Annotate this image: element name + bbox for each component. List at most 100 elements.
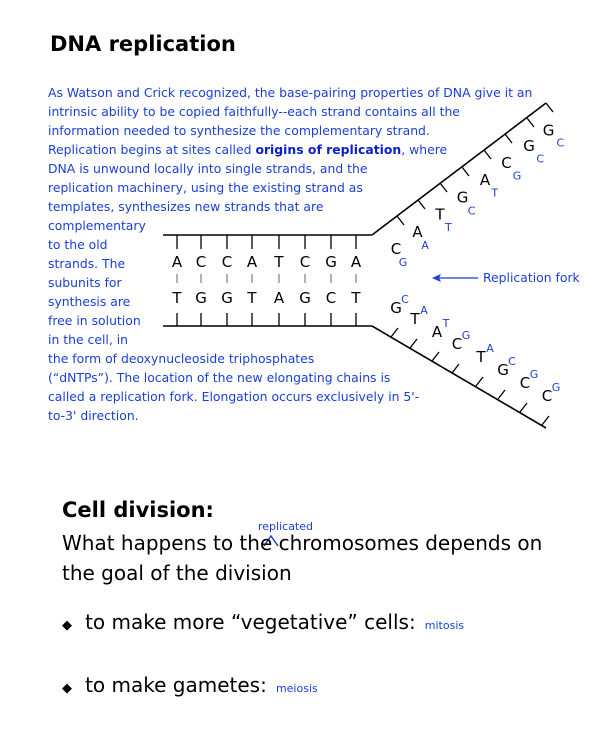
upper-arm-new-base: T — [490, 186, 498, 199]
lower-arm-tick — [431, 351, 440, 362]
upper-arm-template-base: C — [501, 154, 511, 172]
para-line: templates, synthesizes new strands that … — [48, 199, 324, 214]
lower-arm-new-base: G — [462, 329, 471, 342]
upper-arm-template-base: G — [457, 189, 469, 207]
upper-arm-new-base: T — [444, 221, 452, 234]
lower-arm-tick — [497, 389, 506, 400]
lower-arm-new-base: A — [420, 304, 428, 317]
upper-arm-new-base: C — [536, 153, 544, 166]
bottom-strand-base: T — [171, 289, 182, 307]
top-strand-base: G — [325, 253, 337, 271]
caret-insert-icon — [263, 534, 279, 547]
top-strand-base: T — [273, 253, 284, 271]
bottom-strand-base: C — [326, 289, 336, 307]
top-strand-base: C — [300, 253, 310, 271]
upper-arm-template-base: A — [480, 171, 491, 189]
upper-arm-new-base: C — [468, 204, 476, 217]
upper-arm-template-base: G — [523, 137, 535, 155]
upper-arm-new-base: C — [557, 137, 565, 150]
page-title: DNA replication — [50, 32, 236, 56]
origins-term: origins of replication — [255, 142, 402, 157]
bullet-note: meiosis — [275, 682, 318, 695]
lower-arm-tick — [409, 338, 418, 349]
lower-arm-new-base: A — [486, 342, 494, 355]
upper-arm-tick — [417, 199, 426, 210]
upper-arm-new-base: G — [513, 170, 522, 183]
insert-annotation: replicated — [258, 520, 313, 533]
lower-arm-tick — [475, 376, 484, 387]
upper-arm-template-base: C — [391, 240, 401, 258]
para-line: the form of deoxynucleoside triphosphate… — [48, 351, 315, 366]
lower-arm-new-base: G — [552, 381, 561, 394]
upper-arm-tick — [545, 102, 554, 113]
lower-arm-new-base: T — [442, 317, 450, 330]
bottom-strand-base: G — [195, 289, 207, 307]
para-line: strands. The — [48, 256, 126, 271]
bottom-strand-base: T — [246, 289, 257, 307]
para-line: to the old — [48, 237, 108, 252]
para-line: subunits for — [48, 275, 122, 290]
bottom-strand-base: G — [299, 289, 311, 307]
para-line: intrinsic ability to be copied faithfull… — [48, 104, 460, 119]
upper-arm-tick — [396, 215, 405, 226]
lower-arm-tick — [519, 402, 528, 413]
para-line: called a replication fork. Elongation oc… — [48, 389, 420, 404]
lower-arm-new-base: C — [508, 355, 516, 368]
top-strand-base: A — [247, 253, 258, 271]
top-strand-base: C — [196, 253, 206, 271]
lower-arm-template-base: C — [542, 387, 552, 405]
para-line: complementary — [48, 218, 146, 233]
lower-arm-tick — [451, 363, 460, 374]
para-line: to-3' direction. — [48, 408, 139, 423]
upper-arm-new-base: A — [421, 239, 429, 252]
upper-arm-tick — [504, 133, 513, 144]
fork-label: Replication fork — [483, 270, 580, 285]
top-strand-base: A — [351, 253, 362, 271]
lower-arm-template-base: G — [390, 299, 402, 317]
lower-arm-template-base: G — [497, 361, 509, 379]
upper-arm-tick — [483, 149, 492, 160]
para-line: As Watson and Crick recognized, the base… — [48, 85, 533, 100]
para-line: in the cell, in — [48, 332, 129, 347]
section-line-1: What happens to the chromosomes depends … — [62, 531, 543, 555]
lower-arm-new-base: G — [530, 368, 539, 381]
bottom-strand-base: A — [274, 289, 285, 307]
upper-arm-tick — [461, 166, 470, 177]
upper-arm-tick — [439, 182, 448, 193]
upper-arm-backbone — [371, 102, 547, 236]
bottom-strand-base: T — [350, 289, 361, 307]
para-line: information needed to synthesize the com… — [48, 123, 430, 138]
bullet-item: ◆ to make more “vegetative” cells: mitos… — [62, 610, 465, 634]
lower-arm-template-base: C — [520, 374, 530, 392]
diamond-bullet-icon: ◆ — [62, 681, 72, 696]
lower-arm-template-base: A — [432, 323, 443, 341]
bullet-note: mitosis — [424, 619, 465, 632]
upper-arm-template-base: G — [543, 121, 555, 139]
para-line: Replication begins at sites called origi… — [48, 142, 448, 157]
lower-arm-template-base: T — [475, 348, 486, 366]
para-line: (“dNTPs”). The location of the new elong… — [48, 370, 391, 385]
para-line: synthesis are — [48, 294, 131, 309]
bullet-item: ◆ to make gametes: meiosis — [62, 673, 318, 697]
para-line: replication machinery, using the existin… — [48, 180, 363, 195]
top-strand-base: C — [222, 253, 232, 271]
upper-arm-tick — [526, 117, 535, 128]
section-line-2: the goal of the division — [62, 561, 292, 585]
lower-arm-tick — [390, 327, 399, 338]
lower-arm-tick — [541, 415, 550, 426]
bottom-strand-base: G — [221, 289, 233, 307]
intro-paragraph: As Watson and Crick recognized, the base… — [48, 83, 532, 425]
upper-arm-template-base: A — [412, 223, 423, 241]
fork-arrow-icon — [432, 274, 478, 282]
diamond-bullet-icon: ◆ — [62, 618, 72, 633]
section-heading: Cell division: — [62, 498, 214, 522]
para-line: free in solution — [48, 313, 141, 328]
upper-arm-template-base: T — [434, 205, 445, 223]
lower-arm-backbone — [371, 325, 547, 429]
lower-arm-template-base: T — [409, 310, 420, 328]
para-line: DNA is unwound locally into single stran… — [48, 161, 368, 176]
lower-arm-template-base: C — [452, 335, 462, 353]
upper-arm-new-base: G — [399, 256, 408, 269]
lower-arm-new-base: C — [401, 293, 409, 306]
